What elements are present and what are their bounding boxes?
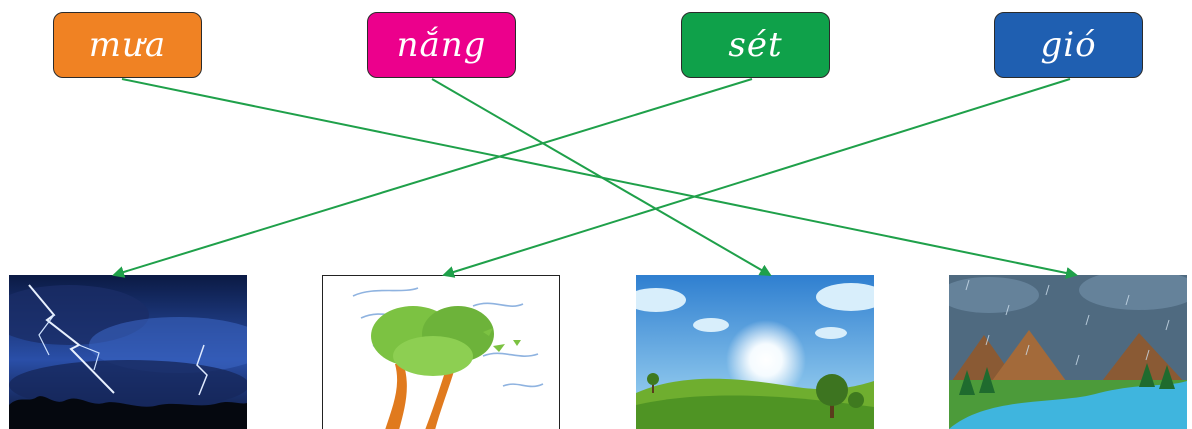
sunny-landscape-picture[interactable] — [636, 275, 874, 429]
thunderstorm-lightning-picture[interactable] — [9, 275, 247, 429]
word-card-gio[interactable]: gió — [994, 12, 1143, 78]
arrow-nang-to-sun — [431, 78, 772, 277]
arrow-gio-to-wind — [442, 78, 1071, 278]
wind-blown-tree-picture[interactable] — [322, 275, 560, 429]
arrow-set-to-lightning — [112, 78, 753, 278]
word-card-mua[interactable]: mưa — [53, 12, 202, 78]
rainy-landscape-picture[interactable] — [949, 275, 1187, 429]
word-card-nang[interactable]: nắng — [367, 12, 516, 78]
word-card-set[interactable]: sét — [681, 12, 830, 78]
word-label: sét — [728, 25, 783, 65]
word-label: mưa — [88, 25, 167, 65]
arrow-mua-to-rain — [121, 78, 1078, 279]
word-label: nắng — [396, 25, 487, 65]
word-label: gió — [1040, 25, 1097, 65]
